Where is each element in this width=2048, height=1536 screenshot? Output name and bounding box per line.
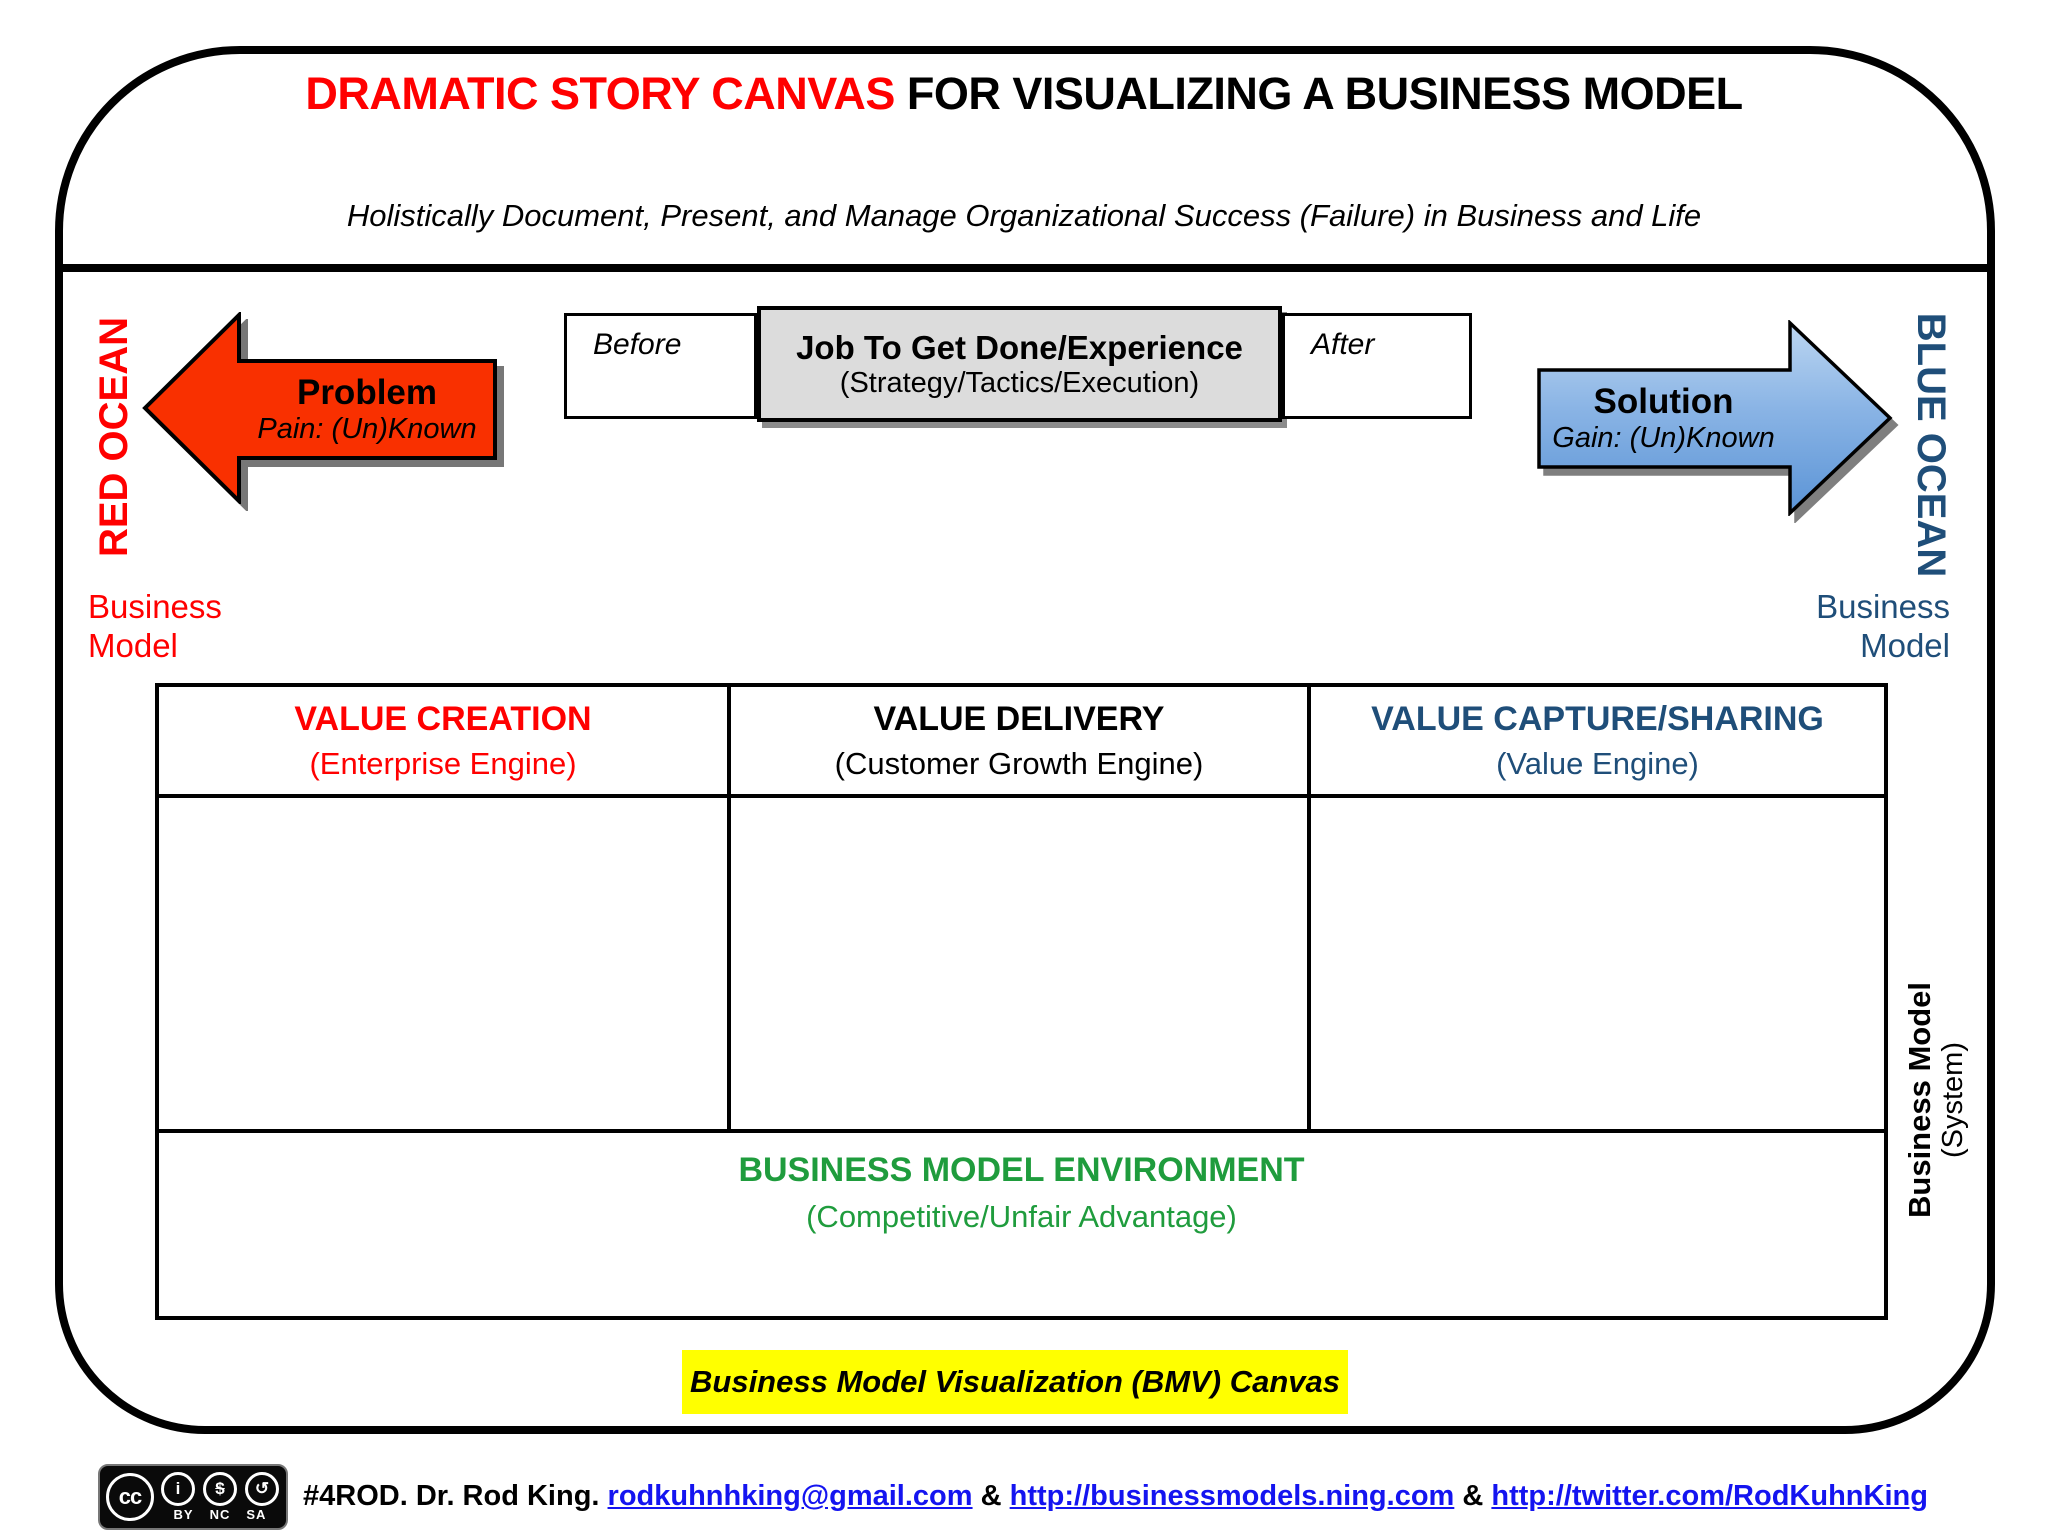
cc-sa-label: SA — [246, 1507, 267, 1522]
value-creation-title: VALUE CREATION — [294, 699, 592, 738]
business-model-system-title: Business Model — [1901, 982, 1937, 1218]
value-table: VALUE CREATION (Enterprise Engine) VALUE… — [155, 683, 1888, 1320]
job-subtitle: (Strategy/Tactics/Execution) — [839, 367, 1200, 400]
value-delivery-title: VALUE DELIVERY — [873, 699, 1165, 738]
solution-arrow: Solution Gain: (Un)Known — [1537, 320, 1893, 516]
solution-subtitle: Gain: (Un)Known — [1552, 421, 1775, 454]
header-value-creation: VALUE CREATION (Enterprise Engine) — [159, 687, 731, 798]
before-label: Before — [593, 328, 682, 361]
bmv-canvas-label: Business Model Visualization (BMV) Canva… — [682, 1350, 1348, 1414]
page-title-highlight: DRAMATIC STORY CANVAS — [305, 68, 895, 119]
problem-title: Problem — [296, 372, 438, 412]
after-label: After — [1311, 328, 1375, 361]
problem-arrow-text: Problem Pain: (Un)Known — [239, 361, 495, 458]
value-delivery-subtitle: (Customer Growth Engine) — [834, 745, 1204, 781]
problem-subtitle: Pain: (Un)Known — [257, 412, 477, 445]
email-link[interactable]: rodkuhnhking@gmail.com — [607, 1480, 973, 1512]
cc-icon: cc — [106, 1473, 154, 1521]
twitter-link[interactable]: http://twitter.com/RodKuhnKing — [1491, 1480, 1928, 1512]
job-title: Job To Get Done/Experience — [796, 328, 1243, 366]
problem-arrow: Problem Pain: (Un)Known — [142, 312, 498, 504]
solution-arrow-shape — [1537, 320, 1893, 516]
header-value-delivery: VALUE DELIVERY (Customer Growth Engine) — [731, 687, 1311, 798]
before-box: Before — [564, 313, 757, 419]
value-capture-cell — [1311, 798, 1884, 1133]
value-capture-subtitle: (Value Engine) — [1496, 745, 1699, 781]
page-subtitle: Holistically Document, Present, and Mana… — [346, 198, 1702, 233]
footer-credit-line: #4ROD. Dr. Rod King. rodkuhnhking@gmail.… — [303, 1480, 2043, 1513]
cc-nc-dollar-icon: $ — [203, 1472, 237, 1506]
value-delivery-cell — [731, 798, 1311, 1133]
page-title: DRAMATIC STORY CANVAS FOR VISUALIZING A … — [0, 68, 2048, 120]
cc-by-label: BY — [173, 1507, 194, 1522]
environment-title: BUSINESS MODEL ENVIRONMENT — [738, 1151, 1305, 1189]
business-model-label-left: Business Model — [88, 588, 222, 664]
value-creation-subtitle: (Enterprise Engine) — [309, 745, 577, 781]
footer-credit-prefix: #4ROD. Dr. Rod King. — [303, 1480, 608, 1512]
header-value-capture: VALUE CAPTURE/SHARING (Value Engine) — [1311, 687, 1884, 798]
business-model-system-label: Business Model (System) — [1890, 930, 1982, 1270]
business-model-system-subtitle: (System) — [1937, 1042, 1970, 1158]
cc-nc-label: NC — [209, 1507, 231, 1522]
after-box: After — [1282, 313, 1472, 419]
environment-subtitle: (Competitive/Unfair Advantage) — [806, 1198, 1237, 1234]
solution-arrow-text: Solution Gain: (Un)Known — [1537, 370, 1790, 467]
value-creation-cell — [159, 798, 731, 1133]
title-divider-line — [55, 264, 1995, 272]
blue-ocean-label: BLUE OCEAN — [1909, 312, 1954, 578]
problem-arrow-shape — [142, 312, 497, 504]
creative-commons-badge[interactable]: cc i $ ↺ BY NC SA — [98, 1464, 288, 1530]
business-model-label-right: Business Model — [1816, 588, 1950, 664]
page-title-rest: FOR VISUALIZING A BUSINESS MODEL — [894, 68, 1743, 119]
cc-sa-arrow-icon: ↺ — [245, 1472, 279, 1506]
businessmodels-link[interactable]: http://businessmodels.ning.com — [1009, 1480, 1455, 1512]
business-model-environment-row: BUSINESS MODEL ENVIRONMENT (Competitive/… — [159, 1133, 1884, 1316]
cc-by-person-icon: i — [161, 1472, 195, 1506]
footer-separator-2: & — [1454, 1480, 1492, 1512]
job-to-get-done-box: Job To Get Done/Experience (Strategy/Tac… — [757, 306, 1282, 422]
red-ocean-label: RED OCEAN — [91, 316, 136, 558]
solution-title: Solution — [1593, 381, 1734, 421]
footer-separator-1: & — [972, 1480, 1010, 1512]
value-capture-title: VALUE CAPTURE/SHARING — [1371, 699, 1824, 738]
